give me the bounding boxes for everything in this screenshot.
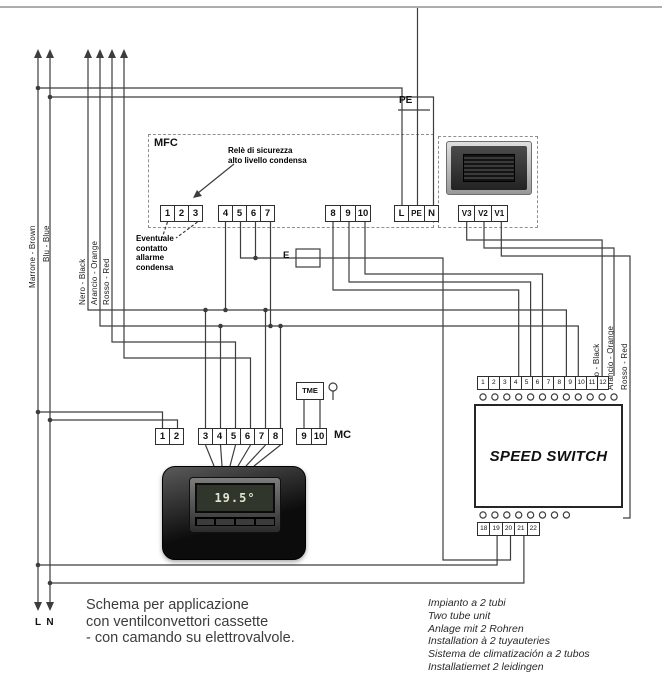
thermostat-image: 19.5° bbox=[162, 466, 306, 560]
wire-color-label-red-right: Rosso - Red bbox=[620, 343, 629, 390]
terminal-cell: 12 bbox=[596, 376, 609, 390]
language-line: Anlage mit 2 Rohren bbox=[428, 622, 524, 635]
terminal-cell: 5 bbox=[226, 428, 241, 445]
terminal-cell: 4 bbox=[218, 205, 233, 222]
mfc-terminal-strip-1-3: 1 2 3 bbox=[160, 205, 203, 222]
mc-label: MC bbox=[334, 429, 352, 441]
terminal-cell: 10 bbox=[355, 205, 371, 222]
mains-l-label: L bbox=[34, 617, 42, 628]
terminal-cell: 18 bbox=[477, 522, 491, 536]
terminal-cell: 7 bbox=[254, 428, 269, 445]
mfc-terminal-strip-lpen: L PE N bbox=[394, 205, 439, 222]
terminal-cell: 4 bbox=[212, 428, 227, 445]
terminal-cell: 21 bbox=[514, 522, 528, 536]
mfc-terminal-strip-4-7: 4 5 6 7 bbox=[218, 205, 275, 222]
cassette-unit-image bbox=[446, 141, 532, 195]
terminal-cell: 22 bbox=[526, 522, 540, 536]
terminal-cell: 20 bbox=[501, 522, 516, 536]
terminal-cell: 8 bbox=[325, 205, 341, 222]
speed-switch-bottom-terminals: 18 19 20 21 22 bbox=[477, 522, 540, 536]
terminal-cell: 1 bbox=[160, 205, 175, 222]
terminal-cell: 7 bbox=[260, 205, 275, 222]
terminal-cell: 9 bbox=[340, 205, 356, 222]
mfc-terminal-strip-8-10: 8 9 10 bbox=[325, 205, 371, 222]
relay-arrow bbox=[197, 163, 235, 194]
page-top-rule bbox=[0, 6, 662, 8]
relay-note: Relè di sicurezza alto livello condensa bbox=[228, 146, 307, 165]
terminal-cell: V3 bbox=[458, 205, 476, 222]
mains-n-label: N bbox=[46, 617, 54, 628]
terminal-cell: 6 bbox=[246, 205, 261, 222]
pe-label: PE bbox=[399, 95, 413, 106]
language-list: Impianto a 2 tubi Two tube unit Anlage m… bbox=[428, 597, 590, 674]
speed-switch-terminal-circles bbox=[479, 393, 618, 519]
relay-note-line: alto livello condensa bbox=[228, 155, 307, 165]
wire-color-label-brown: Marrone - Brown bbox=[28, 225, 37, 288]
tme-probe-icon bbox=[328, 382, 338, 392]
terminal-cell: 3 bbox=[188, 205, 203, 222]
relay-note-line: Relè di sicurezza bbox=[228, 146, 293, 155]
caption-line: - con camando su elettrovalvole. bbox=[86, 630, 295, 646]
caption: Schema per applicazione con ventilconvet… bbox=[86, 597, 295, 647]
terminal-cell: 6 bbox=[240, 428, 255, 445]
alarm-note-line: contatto bbox=[136, 243, 168, 253]
thermostat-lcd: 19.5° bbox=[195, 483, 275, 513]
cassette-grille bbox=[463, 154, 515, 182]
speed-switch-label: SPEED SWITCH bbox=[489, 447, 608, 465]
mfc-label: MFC bbox=[154, 137, 178, 149]
language-line: Impianto a 2 tubi bbox=[428, 597, 506, 609]
wire-arrowheads bbox=[34, 49, 202, 611]
cassette-dashed-box bbox=[438, 136, 538, 228]
speed-switch-top-terminals: 1 2 3 4 5 6 7 8 9 10 11 12 bbox=[477, 376, 609, 390]
terminal-cell: V1 bbox=[490, 205, 508, 222]
terminal-cell: 19 bbox=[489, 522, 503, 536]
alarm-contact-dashed-lines bbox=[161, 221, 198, 239]
terminal-cell: PE bbox=[408, 205, 425, 222]
caption-line: con ventilconvettori cassette bbox=[86, 613, 269, 630]
wire-color-label-black-mid: Nero - Black bbox=[78, 258, 87, 305]
cassette-terminal-strip-v: V3 V2 V1 bbox=[458, 205, 508, 222]
mc-terminal-strip-1-2: 1 2 bbox=[155, 428, 184, 445]
tme-box: TME bbox=[296, 382, 324, 400]
language-line: Installatiemet 2 leidingen bbox=[428, 660, 544, 673]
language-line: Sistema de climatización a 2 tubos bbox=[428, 648, 590, 661]
wires-group bbox=[37, 8, 631, 602]
terminal-cell: 5 bbox=[232, 205, 247, 222]
speed-switch-box: SPEED SWITCH bbox=[474, 404, 623, 508]
alarm-note-line: Eventuale bbox=[136, 234, 174, 243]
wire-color-label-blue: Blu - Blue bbox=[42, 225, 51, 262]
terminal-cell: 9 bbox=[296, 428, 312, 445]
caption-line: Schema per applicazione bbox=[86, 597, 249, 613]
valve-label: E bbox=[283, 250, 290, 261]
wire-color-label-red-mid: Rosso - Red bbox=[102, 258, 111, 305]
alarm-note-line: condensa bbox=[136, 262, 174, 272]
terminal-cell: V2 bbox=[474, 205, 492, 222]
terminal-cell: 10 bbox=[311, 428, 327, 445]
mc-terminal-strip-3-8: 3 4 5 6 7 8 bbox=[198, 428, 283, 445]
terminal-cell: 1 bbox=[155, 428, 170, 445]
language-line: Two tube unit bbox=[428, 609, 491, 622]
terminal-cell: 3 bbox=[198, 428, 213, 445]
terminal-cell: L bbox=[394, 205, 409, 222]
thermostat-buttons bbox=[195, 517, 275, 526]
terminal-cell: 2 bbox=[169, 428, 184, 445]
terminal-cell: 2 bbox=[174, 205, 189, 222]
terminal-cell: 8 bbox=[268, 428, 283, 445]
mc-terminal-strip-9-10: 9 10 bbox=[296, 428, 327, 445]
junction-dots bbox=[35, 85, 283, 586]
wire-color-label-orange-mid: Arancio - Orange bbox=[90, 240, 99, 305]
terminal-cell: N bbox=[424, 205, 439, 222]
alarm-contact-note: Eventuale contatto allarme condensa bbox=[136, 234, 174, 272]
alarm-note-line: allarme bbox=[136, 253, 165, 263]
language-line: Installation à 2 tuyauteries bbox=[428, 635, 550, 648]
